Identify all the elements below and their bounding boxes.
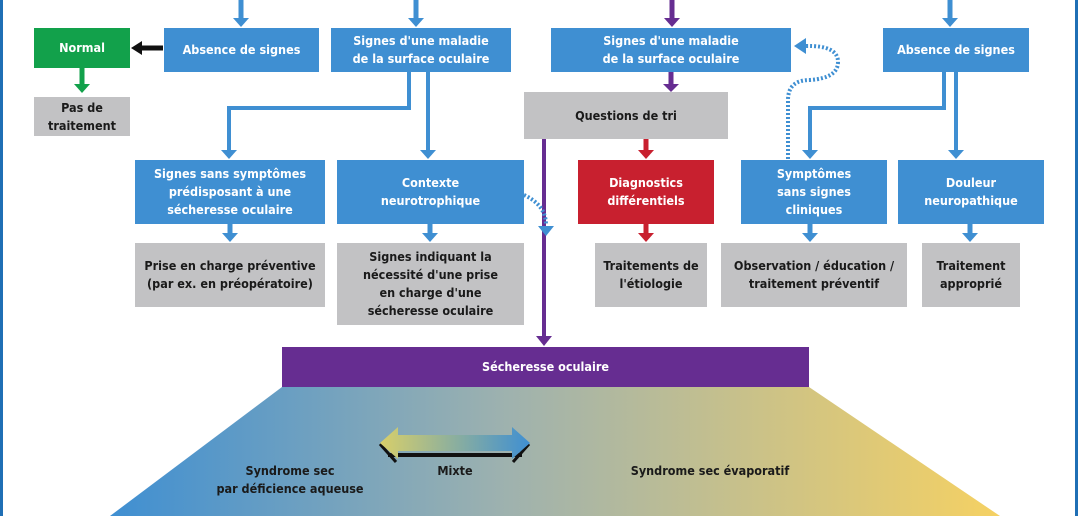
dotted-arrow-symptomes-to-signes-right bbox=[786, 38, 841, 159]
mixte-double-arrow bbox=[378, 427, 531, 463]
node-observation-education: Observation / éducation / traitement pré… bbox=[721, 243, 907, 307]
frame-border-left bbox=[0, 0, 3, 516]
arrow-top-signes-left bbox=[408, 0, 424, 27]
node-absence-de-signes-right: Absence de signes bbox=[883, 28, 1029, 72]
arrow-signes-left-to-contexte bbox=[420, 72, 436, 159]
arrow-top-absence-right bbox=[942, 0, 958, 27]
dotted-arrow-contexte-to-secheresse-line bbox=[523, 193, 554, 236]
node-secheresse-oculaire: Sécheresse oculaire bbox=[282, 347, 809, 387]
arrow-absence-right-to-symptomes bbox=[802, 72, 946, 159]
arrow-diagnostics-to-traitements bbox=[638, 224, 654, 242]
arrow-douleur-to-traitement-approprie bbox=[962, 224, 978, 242]
node-diagnostics-differentiels: Diagnostics différentiels bbox=[578, 160, 714, 224]
arrow-normal-to-pas-traitement bbox=[74, 68, 90, 93]
frame-border-right bbox=[1075, 0, 1078, 516]
label-evaporatif: Syndrome sec évaporatif bbox=[630, 463, 790, 478]
node-douleur-neuropathique: Douleur neuropathique bbox=[898, 160, 1044, 224]
node-prise-en-charge-preventive: Prise en charge préventive (par ex. en p… bbox=[135, 243, 325, 307]
arrow-symptomes-to-observation bbox=[802, 224, 818, 242]
node-signes-sans-symptomes: Signes sans symptômes prédisposant à une… bbox=[135, 160, 325, 224]
node-signes-indiquant: Signes indiquant la nécessité d'une pris… bbox=[337, 243, 524, 325]
node-contexte-neurotrophique: Contexte neurotrophique bbox=[337, 160, 524, 224]
arrow-signes-left-to-signes-sans-symptomes bbox=[221, 72, 411, 159]
arrow-questions-to-diagnostics bbox=[638, 139, 654, 159]
arrow-top-signes-right bbox=[664, 0, 680, 27]
arrow-top-absence-left bbox=[233, 0, 249, 27]
node-absence-de-signes-left: Absence de signes bbox=[164, 28, 319, 72]
arrow-absence-to-normal bbox=[131, 41, 163, 55]
arrow-signes-sans-to-prise bbox=[222, 224, 238, 242]
node-signes-maladie-left: Signes d'une maladie de la surface ocula… bbox=[331, 28, 511, 72]
label-mixte: Mixte bbox=[437, 463, 473, 478]
node-signes-maladie-right: Signes d'une maladie de la surface ocula… bbox=[551, 28, 791, 72]
node-traitements-etiologie: Traitements de l'étiologie bbox=[595, 243, 707, 307]
spectrum-trapezoid bbox=[110, 387, 1000, 516]
arrow-contexte-to-signes-indiquant bbox=[422, 224, 438, 242]
arrow-absence-right-to-douleur bbox=[948, 72, 964, 159]
node-normal: Normal bbox=[34, 28, 130, 68]
node-traitement-approprie: Traitement approprié bbox=[922, 243, 1020, 307]
arrow-questions-to-secheresse bbox=[536, 139, 552, 346]
label-deficience-aqueuse: Syndrome sec par déficience aqueuse bbox=[216, 463, 364, 496]
arrow-signes-right-to-questions bbox=[663, 72, 679, 92]
node-symptomes-sans-signes: Symptômes sans signes cliniques bbox=[741, 160, 887, 224]
node-questions-de-tri: Questions de tri bbox=[524, 92, 728, 139]
node-pas-de-traitement: Pas de traitement bbox=[34, 97, 130, 136]
